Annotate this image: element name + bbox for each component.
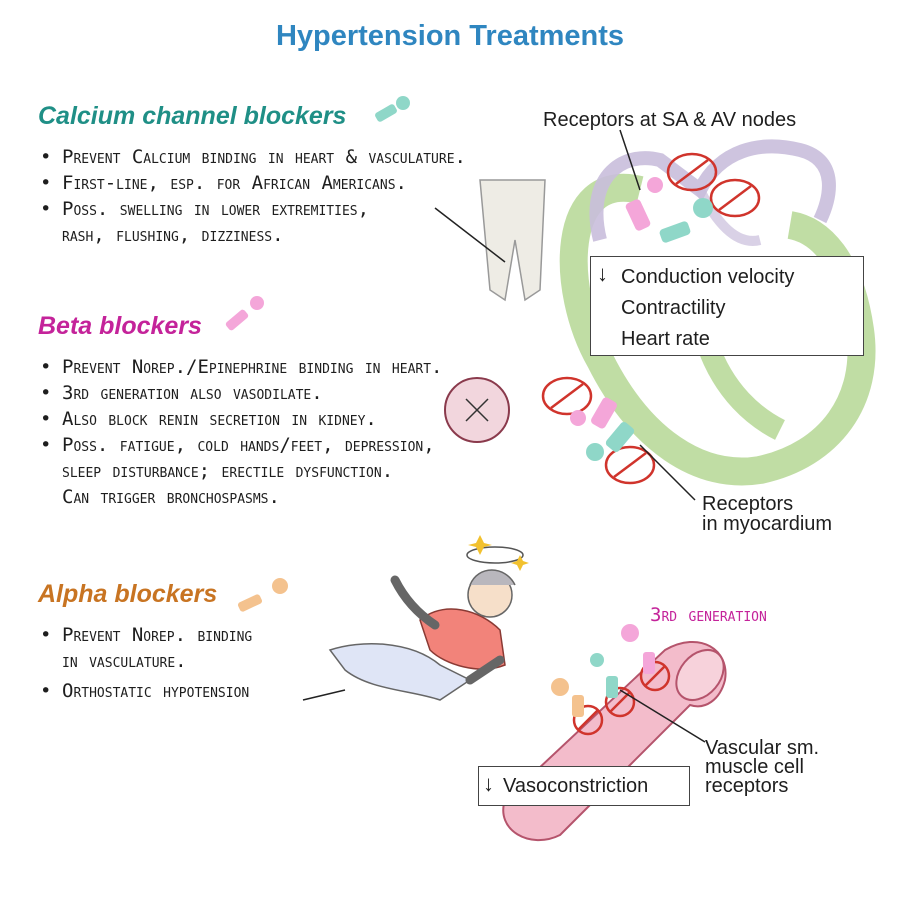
- ccb-bullet-2: First-line, esp. for African Americans.: [38, 170, 578, 196]
- down-arrow-icon: ↓: [483, 771, 494, 796]
- drug-molecules-vessel: [551, 624, 655, 717]
- vascular-receptor-label-2: muscle cell: [705, 756, 804, 778]
- effect-heart-rate: Heart rate: [621, 328, 710, 350]
- ccb-molecule-icon: [375, 96, 410, 122]
- myocardium-receptors-label-1: Receptors: [702, 493, 794, 515]
- myocardium-receptors-label-2: in myocardium: [702, 513, 833, 535]
- beta-bullet-4-cont-2: Can trigger bronchospasms.: [62, 486, 280, 508]
- beta-bullet-4: Poss. fatigue, cold hands/feet, depressi…: [38, 432, 558, 458]
- alpha-bullet-1: Prevent Norep. binding: [38, 622, 318, 648]
- third-generation-label: 3rd generation: [650, 604, 767, 626]
- alpha-bullet-2: Orthostatic hypotension: [38, 678, 318, 704]
- ccb-bullet-3: Poss. swelling in lower extremities,: [38, 196, 578, 222]
- alpha-bullet-1-cont: in vasculature.: [62, 650, 187, 672]
- ccb-bullet-list: Prevent Calcium binding in heart & vascu…: [38, 144, 578, 222]
- ccb-heading: Calcium channel blockers: [38, 102, 347, 130]
- drug-molecules-heart: [570, 177, 713, 461]
- alpha-bullet-list-2: Orthostatic hypotension: [38, 678, 318, 704]
- beta-molecule-icon: [225, 296, 264, 331]
- vascular-receptor-label-1: Vascular sm.: [705, 737, 820, 759]
- vasoconstriction-label: Vasoconstriction: [503, 775, 649, 797]
- alpha-molecule-icon: [237, 578, 288, 612]
- sa-av-receptors-label: Receptors at SA & AV nodes: [543, 109, 797, 131]
- fainting-person-illustration: [328, 535, 529, 701]
- beta-bullet-4-cont-1: sleep disturbance; erectile dysfunction.: [62, 460, 394, 482]
- beta-bullet-list: Prevent Norep./Epinephrine binding in he…: [38, 354, 558, 458]
- blood-vessel-illustration: [502, 640, 727, 841]
- vasoconstriction-box: ↓ Vasoconstriction: [478, 766, 690, 806]
- beta-heading: Beta blockers: [38, 312, 202, 340]
- page-title: Hypertension Treatments: [275, 20, 625, 52]
- alpha-bullet-list: Prevent Norep. binding: [38, 622, 318, 648]
- beta-bullet-3: Also block renin secretion in kidney.: [38, 406, 558, 432]
- cardiac-effects-box: ↓ Conduction velocity Contractility Hear…: [590, 256, 864, 356]
- ccb-bullet-3-cont: rash, flushing, dizziness.: [62, 224, 284, 246]
- effect-conduction-velocity: Conduction velocity: [621, 266, 795, 288]
- vascular-receptor-label-3: receptors: [705, 775, 789, 797]
- beta-bullet-1: Prevent Norep./Epinephrine binding in he…: [38, 354, 558, 380]
- ccb-bullet-1: Prevent Calcium binding in heart & vascu…: [38, 144, 578, 170]
- down-arrow-icon: ↓: [597, 261, 608, 286]
- effect-contractility: Contractility: [621, 297, 726, 319]
- beta-bullet-2: 3rd generation also vasodilate.: [38, 380, 558, 406]
- alpha-heading: Alpha blockers: [38, 580, 218, 608]
